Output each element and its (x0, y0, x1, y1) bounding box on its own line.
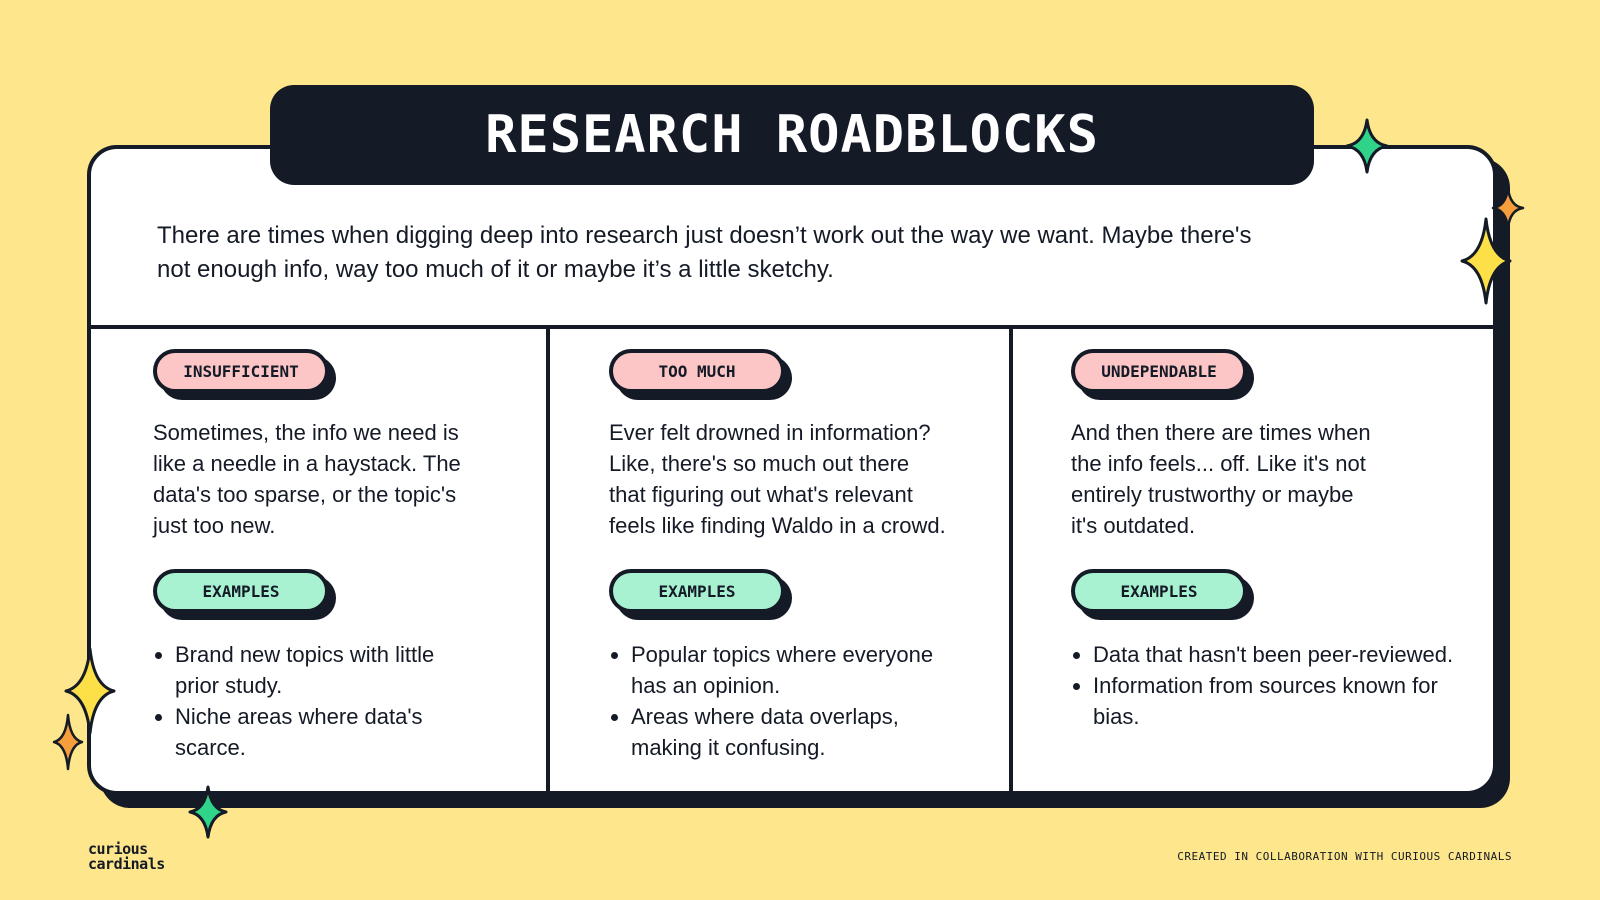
column-too-much: TOO MUCH Ever felt drowned in informatio… (609, 349, 951, 763)
examples-list: Brand new topics with little prior study… (153, 639, 475, 763)
tag-insufficient: INSUFFICIENT (153, 349, 336, 400)
page-title: RESEARCH ROADBLOCKS (485, 105, 1099, 165)
examples-label: EXAMPLES (153, 569, 329, 613)
examples-tag: EXAMPLES (153, 569, 336, 620)
list-item: Niche areas where data's scarce. (175, 701, 475, 763)
intro-text: There are times when digging deep into r… (157, 222, 1252, 283)
tag-label: TOO MUCH (609, 349, 785, 393)
logo-line: curious (88, 840, 148, 858)
list-item: Brand new topics with little prior study… (175, 639, 475, 701)
sparkle-star-icon (52, 713, 84, 771)
column-divider (546, 327, 550, 791)
brand-logo: curious cardinals (88, 842, 178, 872)
logo-line: cardinals (88, 855, 165, 873)
column-divider (1009, 327, 1013, 791)
examples-label: EXAMPLES (1071, 569, 1247, 613)
list-item: Popular topics where everyone has an opi… (631, 639, 951, 701)
tag-label: INSUFFICIENT (153, 349, 329, 393)
horizontal-divider (91, 325, 1493, 329)
column-description: And then there are times when the info f… (1071, 420, 1371, 538)
content-card: There are times when digging deep into r… (87, 145, 1497, 795)
column-insufficient: INSUFFICIENT Sometimes, the info we need… (153, 349, 475, 763)
examples-label: EXAMPLES (609, 569, 785, 613)
title-banner: RESEARCH ROADBLOCKS (270, 85, 1314, 185)
footer-credit: CREATED IN COLLABORATION WITH CURIOUS CA… (1177, 850, 1512, 863)
sparkle-star-icon (188, 785, 228, 839)
sparkle-star-icon (1345, 118, 1389, 174)
column-description: Ever felt drowned in information? Like, … (609, 420, 946, 538)
sparkle-star-icon (1460, 217, 1512, 305)
examples-tag: EXAMPLES (609, 569, 792, 620)
tag-label: UNDEPENDABLE (1071, 349, 1247, 393)
list-item: Data that hasn't been peer-reviewed. (1093, 639, 1473, 670)
examples-list: Popular topics where everyone has an opi… (609, 639, 951, 763)
sparkle-star-icon (64, 647, 116, 735)
list-item: Areas where data overlaps, making it con… (631, 701, 951, 763)
column-undependable: UNDEPENDABLE And then there are times wh… (1071, 349, 1473, 732)
examples-tag: EXAMPLES (1071, 569, 1254, 620)
tag-undependable: UNDEPENDABLE (1071, 349, 1254, 400)
tag-too-much: TOO MUCH (609, 349, 792, 400)
sparkle-star-icon (1491, 186, 1525, 230)
list-item: Information from sources known for bias. (1093, 670, 1473, 732)
column-description: Sometimes, the info we need is like a ne… (153, 420, 461, 538)
examples-list: Data that hasn't been peer-reviewed. Inf… (1071, 639, 1473, 732)
